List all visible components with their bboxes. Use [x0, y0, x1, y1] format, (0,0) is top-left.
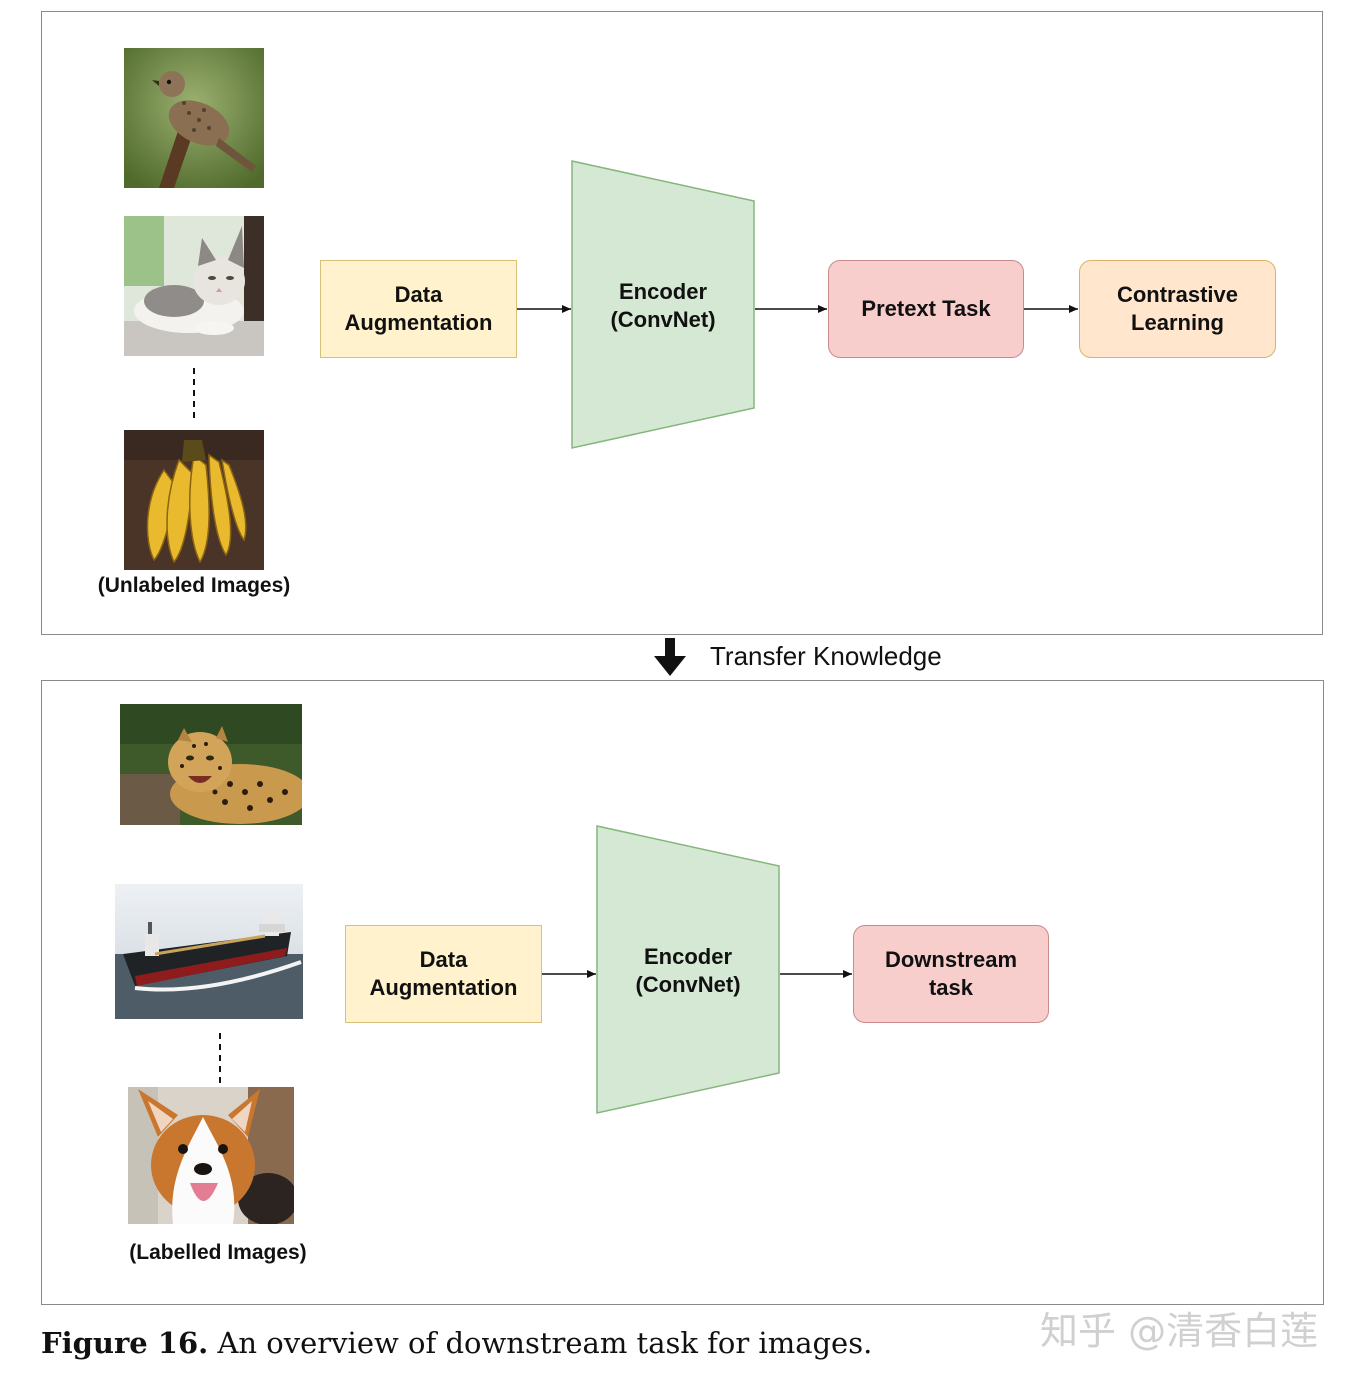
cat-photo	[124, 216, 264, 356]
contrastive-learning-label: Contrastive Learning	[1116, 282, 1239, 335]
transfer-knowledge-label: Transfer Knowledge	[710, 641, 942, 671]
dog-photo	[128, 1087, 294, 1224]
bird-photo	[124, 48, 264, 188]
more-images-ellipsis	[193, 368, 195, 418]
encoder-label: Encoder (ConvNet)	[610, 279, 716, 332]
ship-photo	[115, 884, 303, 1019]
pretext-task-label: Pretext Task	[861, 296, 991, 321]
data-augmentation-label: Data Augmentation	[344, 282, 493, 335]
labelled-images-caption: (Labelled Images)	[129, 1241, 307, 1264]
data-augmentation-label-2: Data Augmentation	[369, 947, 518, 1000]
unlabeled-images-caption: (Unlabeled Images)	[97, 574, 291, 597]
leopard-photo	[120, 704, 302, 825]
figure-number: Figure 16.	[41, 1326, 209, 1360]
figure-caption: Figure 16. An overview of downstream tas…	[41, 1326, 872, 1360]
pretext-task-box: Pretext Task	[828, 260, 1024, 358]
down-arrow-icon	[654, 638, 686, 676]
encoder-label-2: Encoder (ConvNet)	[635, 944, 741, 997]
downstream-task-box: Downstream task	[853, 925, 1049, 1023]
watermark: 知乎 @清香白莲	[1040, 1309, 1319, 1353]
figure-caption-text: An overview of downstream task for image…	[208, 1326, 873, 1360]
encoder-trapezoid	[571, 160, 755, 449]
data-augmentation-box: Data Augmentation	[320, 260, 517, 358]
contrastive-learning-box: Contrastive Learning	[1079, 260, 1276, 358]
downstream-task-label: Downstream task	[884, 947, 1018, 1000]
encoder-trapezoid-2	[596, 825, 780, 1114]
more-images-ellipsis-2	[219, 1033, 221, 1083]
data-augmentation-box-2: Data Augmentation	[345, 925, 542, 1023]
banana-photo	[124, 430, 264, 570]
